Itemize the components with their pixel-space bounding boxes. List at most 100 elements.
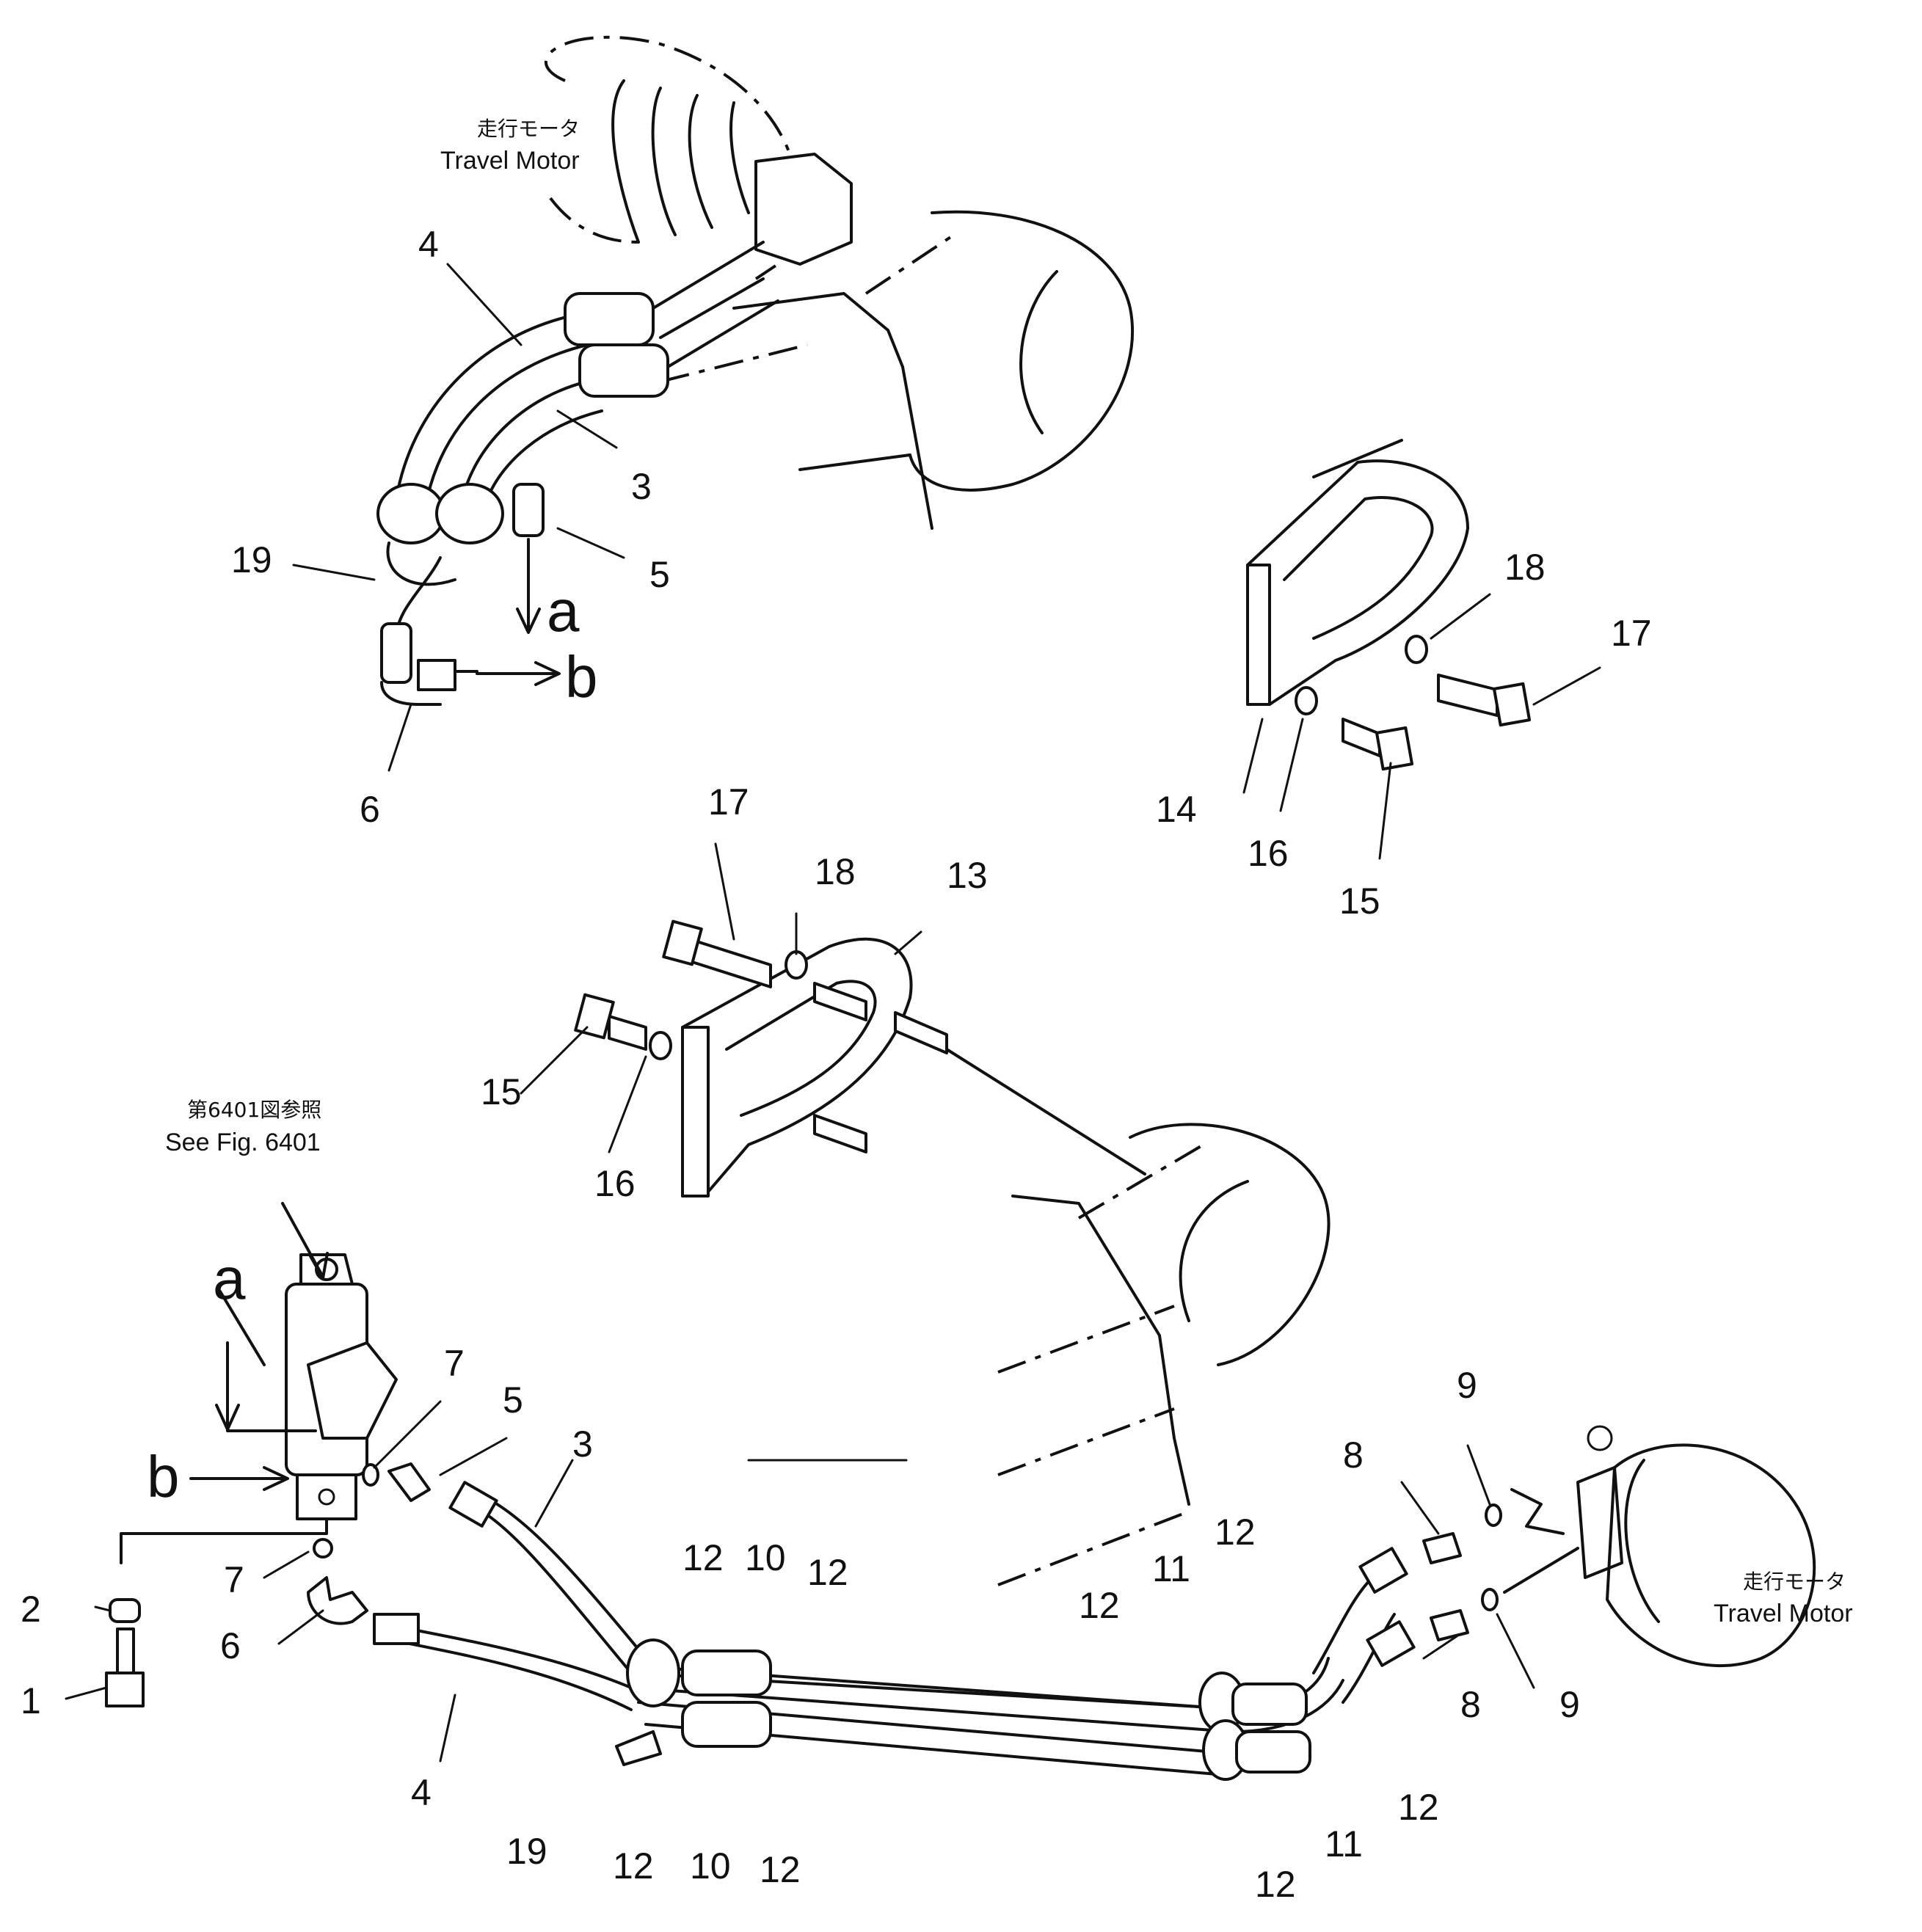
bottom-cover-flange	[681, 1026, 710, 1198]
bottom-hoses	[373, 1481, 1344, 1777]
top-clamp-left	[376, 483, 445, 544]
callout-4-top: 4	[418, 224, 439, 265]
callout-17-bottom: 17	[708, 781, 749, 823]
top-elbow-fitting	[380, 622, 412, 684]
callout-19-bottom: 19	[506, 1831, 547, 1872]
callout-15-bottom: 15	[481, 1071, 522, 1112]
callout-5-top: 5	[649, 554, 670, 595]
callout-12-b: 12	[807, 1552, 848, 1593]
callout-16-top: 16	[1248, 833, 1289, 874]
callout-18-top: 18	[1504, 547, 1546, 588]
clamp-11-upper	[1231, 1683, 1308, 1726]
callout-6-top: 6	[360, 789, 380, 830]
callout-8-lower: 8	[1460, 1684, 1481, 1725]
callout-6-bottom: 6	[220, 1625, 241, 1666]
bottom-washer-18	[785, 950, 808, 980]
callout-10-upper: 10	[745, 1537, 786, 1578]
callout-11-lower: 11	[1325, 1823, 1363, 1864]
callout-12-d: 12	[760, 1849, 801, 1890]
hose-3-nut	[448, 1481, 498, 1528]
top-cover-flange	[1246, 564, 1271, 706]
note-travel-motor-right-jp: 走行モータ	[1743, 1570, 1846, 1594]
callout-17-top: 17	[1611, 613, 1652, 654]
callout-1: 1	[21, 1680, 41, 1721]
callout-3-bottom: 3	[572, 1424, 593, 1465]
bottom-frame	[997, 1123, 1331, 1586]
bottom-stud-2	[894, 1011, 948, 1054]
bottom-valve-block	[285, 1253, 398, 1520]
adapter-8-lower	[1430, 1609, 1469, 1641]
elbow-6	[307, 1576, 368, 1625]
note-travel-motor-top-jp: 走行モータ	[477, 117, 580, 141]
top-bolt-15	[1342, 718, 1414, 771]
view-a-top: a	[547, 578, 580, 644]
oring-7-upper	[362, 1463, 379, 1487]
oring-9-upper	[1485, 1503, 1502, 1527]
top-clamp-right	[435, 483, 504, 544]
note-see-fig-en: See Fig. 6401	[165, 1129, 321, 1156]
bottom-cover-plate-13	[681, 937, 1146, 1198]
top-bolt-17	[1437, 674, 1532, 727]
bracket-19	[615, 1730, 662, 1766]
adapter-5	[387, 1462, 431, 1502]
view-b-bottom: b	[147, 1444, 180, 1509]
callout-13: 13	[947, 855, 988, 896]
washer-2	[109, 1598, 141, 1623]
bottom-bolt-15	[574, 993, 647, 1051]
view-b-top: b	[565, 644, 598, 710]
bottom-clamps-right	[1198, 1672, 1311, 1781]
top-hoses	[376, 241, 779, 706]
callout-12-c: 12	[613, 1845, 654, 1887]
callout-4-bottom: 4	[411, 1772, 432, 1813]
callout-16-bottom: 16	[594, 1163, 636, 1204]
callout-12-h: 12	[1255, 1864, 1296, 1905]
callout-9-upper: 9	[1457, 1365, 1477, 1406]
bottom-clamps-left	[615, 1638, 772, 1766]
callout-7-upper: 7	[444, 1343, 465, 1384]
top-cover-plate	[1246, 439, 1469, 706]
callout-12-a: 12	[682, 1537, 724, 1578]
callout-12-f: 12	[1079, 1585, 1120, 1626]
bottom-stud-1	[813, 982, 867, 1021]
callout-15-top: 15	[1339, 881, 1380, 922]
callout-9-lower: 9	[1559, 1684, 1580, 1725]
note-see-fig-jp: 第6401図参照	[187, 1098, 321, 1122]
top-washer-18	[1405, 635, 1428, 664]
top-washer-16	[1295, 686, 1318, 715]
top-frame-bracket	[660, 210, 1135, 530]
view-a-bottom: a	[213, 1246, 246, 1311]
top-elbow-nut	[417, 659, 456, 691]
bottom-washer-16	[649, 1031, 672, 1060]
bolt-1-head	[105, 1672, 145, 1707]
oring-7-lower	[313, 1538, 333, 1559]
callout-5-bottom: 5	[503, 1379, 523, 1421]
callout-18-bottom: 18	[815, 851, 856, 892]
valve-bracket	[307, 1341, 398, 1440]
fitting-lower-nut	[1366, 1620, 1416, 1667]
top-travel-motor	[545, 35, 853, 280]
bottom-stud-3	[813, 1114, 867, 1153]
leader-lines	[65, 263, 1601, 1763]
bottom-fittings-right	[1312, 1488, 1579, 1704]
note-travel-motor-top-en: Travel Motor	[440, 147, 580, 175]
callout-12-g: 12	[1398, 1787, 1439, 1828]
hose-4-nut	[373, 1613, 420, 1645]
top-hose-clamp-upper	[564, 292, 655, 346]
top-adapter-5	[512, 483, 545, 537]
note-travel-motor-right-en: Travel Motor	[1714, 1600, 1853, 1627]
bottom-view-arrows	[120, 1202, 329, 1564]
bottom-bolt-17	[662, 919, 772, 988]
callout-7-lower: 7	[224, 1559, 244, 1600]
bottom-fittings-left	[105, 1462, 431, 1707]
callout-19-top: 19	[231, 539, 272, 580]
fitting-upper-nut	[1358, 1547, 1408, 1594]
callout-3-top: 3	[631, 466, 652, 507]
callout-2: 2	[21, 1589, 41, 1630]
callout-11-upper: 11	[1152, 1548, 1190, 1589]
top-view-arrows	[476, 538, 561, 686]
clamp-10-lower	[681, 1701, 772, 1748]
bolt-1-shank	[116, 1627, 135, 1674]
top-hose-clamp-lower	[578, 343, 669, 398]
